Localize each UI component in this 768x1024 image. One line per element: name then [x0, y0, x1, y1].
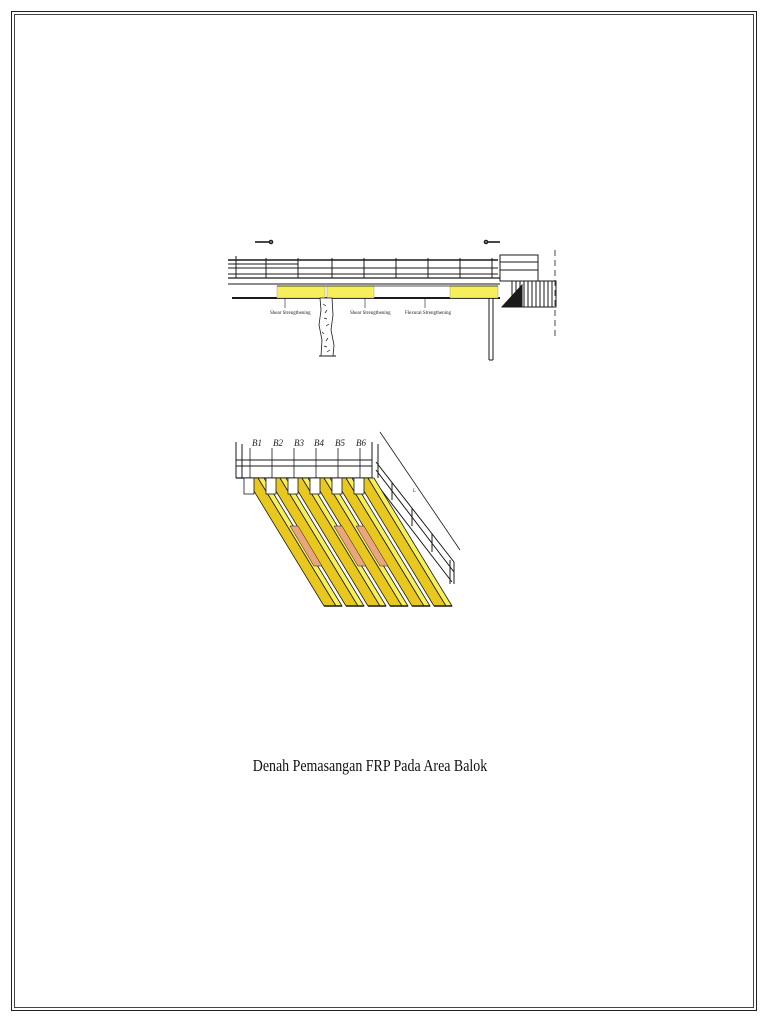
- dimension-marker-right: [483, 239, 500, 245]
- beam-label-b1: B1: [252, 438, 262, 448]
- beam-b2: [265, 448, 365, 607]
- elevation-label-shear-1: Shear Strengthening: [270, 311, 311, 316]
- beam-label-b4: B4: [314, 438, 324, 448]
- sheet-inner-border: [14, 14, 754, 1008]
- beam-label-b2: B2: [273, 438, 283, 448]
- frp-zone-flexural: [449, 285, 499, 299]
- elevation-label-shear-2: Shear Strengthening: [350, 311, 391, 316]
- railing: [228, 256, 498, 278]
- frp-zone-shear-mid: [326, 285, 375, 299]
- isometric-beam-view: [235, 431, 461, 607]
- elevation-label-flexural: Flexural Strengthening: [405, 311, 451, 316]
- isometric-railing-right: [371, 431, 461, 584]
- pier-column: [318, 297, 336, 357]
- end-pile: [488, 298, 494, 361]
- bridge-elevation: [228, 239, 557, 361]
- sheet-outer-border: [11, 11, 757, 1011]
- beam-label-b6: B6: [356, 438, 366, 448]
- abutment: [499, 254, 557, 308]
- span-label: L: [413, 489, 416, 494]
- frp-zone-shear-left: [276, 285, 326, 299]
- beam-label-b3: B3: [294, 438, 304, 448]
- drawing-caption: Denah Pemasangan FRP Pada Area Balok: [252, 756, 488, 775]
- beam-b5: [331, 448, 431, 607]
- beam-label-b5: B5: [335, 438, 345, 448]
- dimension-marker-left: [255, 239, 274, 245]
- beam-b6: [353, 448, 453, 607]
